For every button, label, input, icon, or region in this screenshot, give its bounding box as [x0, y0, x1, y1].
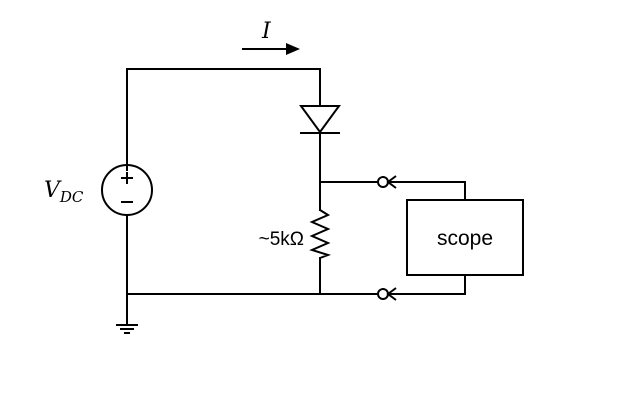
scope-label: scope	[437, 227, 493, 250]
resistor	[309, 209, 332, 259]
source-label-main: V	[44, 178, 62, 203]
scope-box	[406, 199, 524, 276]
top-wire	[126, 68, 321, 171]
ground-icon	[116, 324, 138, 334]
diode	[299, 105, 341, 134]
current-arrow	[242, 43, 300, 55]
top-probe-terminal	[377, 175, 466, 201]
source-label-subscript: DC	[59, 188, 84, 206]
svg-text:VDC: VDC	[44, 178, 84, 206]
current-label: I	[261, 19, 272, 44]
source-label: VDC	[44, 178, 84, 206]
bottom-probe-terminal	[377, 274, 466, 301]
dc-voltage-source	[101, 164, 153, 216]
resistor-label: ~5kΩ	[259, 229, 304, 250]
